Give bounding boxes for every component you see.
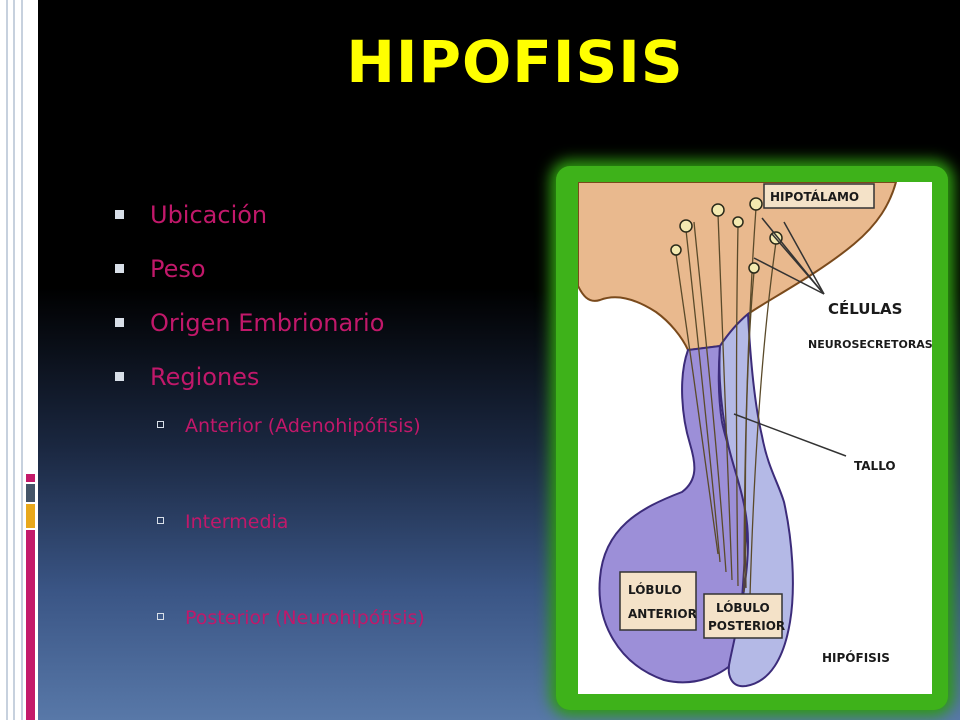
label-celulas: CÉLULAS xyxy=(828,299,902,318)
label-neurosecretoras: NEUROSECRETORAS xyxy=(808,338,932,351)
sub-bullet-item: Anterior (Adenohipófisis) xyxy=(110,412,425,508)
bullet-item: Regiones xyxy=(110,358,425,412)
label-hipotalamo: HIPOTÁLAMO xyxy=(770,189,859,204)
decoration-line xyxy=(21,0,23,720)
sub-bullet-item: Intermedia xyxy=(110,508,425,604)
slide-title: Hipofisis xyxy=(346,28,684,96)
decoration-block xyxy=(26,474,35,482)
axon-bundle xyxy=(675,207,777,597)
label-box-lobulo-posterior xyxy=(703,593,783,639)
left-decoration-strip xyxy=(0,0,38,720)
pituitary-diagram: HIPOTÁLAMO CÉLULAS NEUROSECRETORAS TALLO… xyxy=(578,182,932,694)
sub-bullet-text: Anterior (Adenohipófisis) xyxy=(185,415,421,437)
posterior-lobe-shape xyxy=(718,311,794,688)
bullet-text: Ubicación xyxy=(150,201,268,229)
bullet-text: Peso xyxy=(150,255,206,283)
label-lobulo-anterior-line1: LÓBULO xyxy=(628,582,682,597)
label-box-lobulo-anterior xyxy=(619,571,697,631)
label-lobulo-posterior-line1: LÓBULO xyxy=(716,600,770,615)
bullet-item: Ubicación xyxy=(110,196,425,250)
bullet-item: Origen Embrionario xyxy=(110,304,425,358)
label-hipofisis: HIPÓFISIS xyxy=(822,650,890,665)
label-lobulo-posterior-line2: POSTERIOR xyxy=(708,619,785,633)
sub-bullet-marker xyxy=(157,421,164,428)
sub-bullet-marker xyxy=(157,517,164,524)
bullet-marker xyxy=(115,264,124,273)
sub-bullet-item: Posterior (Neurohipófisis) xyxy=(110,604,425,700)
bullet-marker xyxy=(115,318,124,327)
leader-lines xyxy=(733,217,847,457)
decoration-block xyxy=(26,530,35,720)
decoration-line xyxy=(6,0,8,720)
label-box-hipotalamo xyxy=(763,183,875,209)
sub-bullet-marker xyxy=(157,613,164,620)
bullet-marker xyxy=(115,372,124,381)
decoration-block xyxy=(26,504,35,528)
bullet-item: Peso xyxy=(110,250,425,304)
bullet-text: Origen Embrionario xyxy=(150,309,385,337)
label-tallo: TALLO xyxy=(854,459,896,473)
sub-bullet-text: Posterior (Neurohipófisis) xyxy=(185,607,425,629)
decoration-block xyxy=(26,484,35,502)
decoration-line xyxy=(13,0,15,720)
bullet-text: Regiones xyxy=(150,363,260,391)
label-lobulo-anterior-line2: ANTERIOR xyxy=(628,607,697,621)
bullet-marker xyxy=(115,210,124,219)
sub-bullet-text: Intermedia xyxy=(185,511,289,533)
bullet-list: Ubicación Peso Origen Embrionario Region… xyxy=(110,196,425,700)
